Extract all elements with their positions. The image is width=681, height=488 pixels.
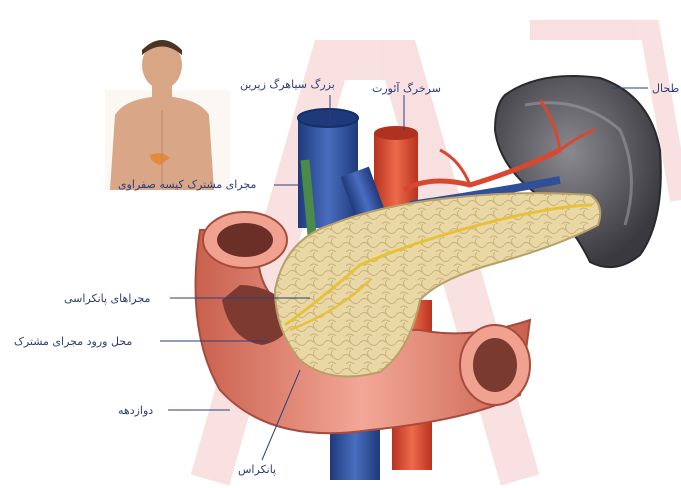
label-spleen: طحال [652,82,679,95]
label-common-bile-duct: مجرای مشترک کیسه صفراوی [118,178,256,191]
label-common-duct-entry: محل ورود مجرای مشترک [14,335,132,348]
label-aorta: سرخرگ آئورت [372,82,441,95]
label-pancreatic-ducts: مجراهای پانکراسی [64,292,150,305]
label-pancreas: پانکراس [238,463,276,476]
label-duodenum: دوازدهه [118,404,153,417]
human-figure-inset [105,40,230,190]
label-inferior-vena-cava: بزرگ سیاهرگ زیرین [240,78,335,91]
